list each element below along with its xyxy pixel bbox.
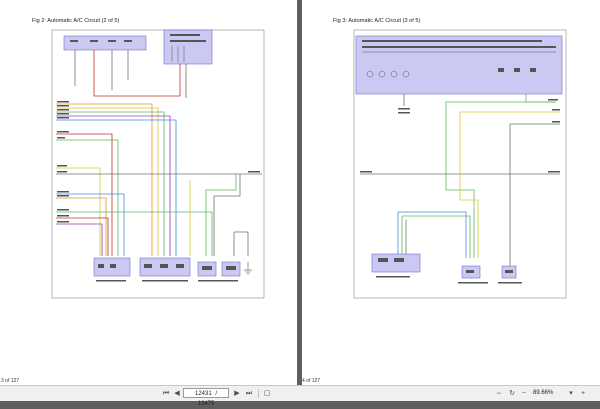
prev-page-icon[interactable]: ◀ [174,390,180,397]
toolbar-divider [258,389,259,398]
next-page-icon[interactable]: ▶ [234,390,240,397]
document-page-right: Fig 3: Automatic A/C Circuit (3 of 5) [302,0,600,385]
page-number-input[interactable]: 12431 / 13475 [183,388,229,407]
last-page-icon[interactable]: ⏭ [245,390,253,397]
zoom-value: 89.66% [533,390,554,396]
fit-width-icon[interactable]: ⇔ [495,390,503,397]
page-number-label: 3 of 127 [1,378,20,384]
zoom-level[interactable]: 89.66% [533,388,573,398]
page-number-label: 4 of 127 [302,378,321,384]
figure-title: Fig 2: Automatic A/C Circuit (2 of 5) [32,18,120,24]
zoom-dropdown-icon[interactable]: ▾ [569,390,573,397]
total-pages-value: 13475 [197,401,215,407]
figure-title: Fig 3: Automatic A/C Circuit (3 of 5) [333,18,421,24]
document-page-left: Fig 2: Automatic A/C Circuit (2 of 5) [0,0,297,385]
first-page-icon[interactable]: ⏮ [162,390,170,397]
current-page-value: 12431 [194,391,212,397]
page-separator: / [215,391,218,397]
rotate-icon[interactable]: ↻ [509,390,515,397]
wiring-diagram-left [51,29,265,299]
fit-page-icon[interactable]: ▢ [263,390,271,397]
viewer-toolbar: ⏮ ◀ 12431 / 13475 ▶ ⏭ ▢ ⇔ ↻ − 89.66% ▾ + [0,385,600,407]
wiring-diagram-right [353,29,567,299]
zoom-out-icon[interactable]: − [521,390,527,397]
document-viewport[interactable]: Fig 2: Automatic A/C Circuit (2 of 5) [0,0,600,385]
zoom-in-icon[interactable]: + [580,390,586,397]
